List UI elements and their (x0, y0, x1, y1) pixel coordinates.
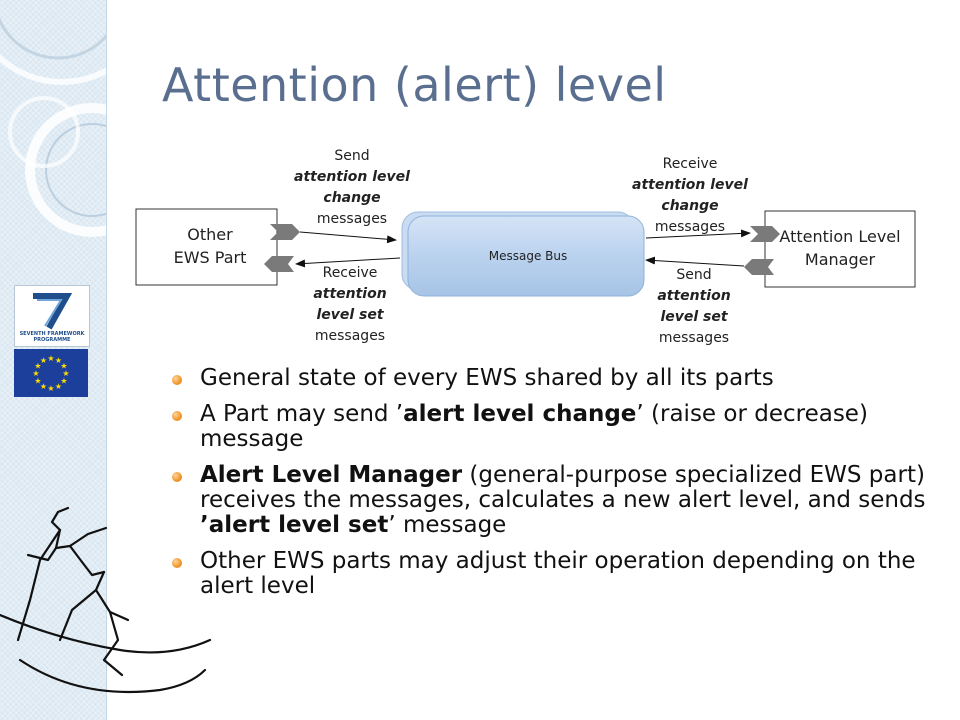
send-left-line3: change (323, 190, 380, 206)
send-right-line4: messages (659, 330, 729, 346)
send-right-line3: level set (660, 309, 728, 325)
message-bus (407, 215, 645, 297)
eu-flag-icon: ★★★★★★★★★★★★ (14, 349, 88, 397)
left-box-line1: Other (187, 225, 233, 244)
eu-star-icon: ★ (40, 382, 47, 391)
bullet-item: A Part may send ’alert level change’ (ra… (170, 402, 930, 452)
eu-star-icon: ★ (40, 356, 47, 365)
right-out-port-icon (744, 259, 774, 275)
page-title: Attention (alert) level (162, 58, 667, 112)
send-left-line2: attention level (294, 169, 410, 185)
right-in-port-icon (750, 226, 780, 242)
bullet-text-bold2: ’alert level set (200, 512, 389, 538)
bullet-text-bold: alert level change (403, 401, 637, 427)
eu-star-icon: ★ (62, 369, 69, 378)
send-right-line2: attention (657, 288, 730, 304)
bullet-text-post: ’ (raise or decrease) message (200, 401, 868, 452)
bullet-item: Alert Level Manager (general-purpose spe… (170, 463, 930, 538)
eu-star-icon: ★ (55, 356, 62, 365)
bullet-icon (172, 472, 182, 482)
bullet-item: Other EWS parts may adjust their operati… (170, 549, 930, 599)
bullet-text-post2: ’ message (388, 512, 507, 538)
eu-star-icon: ★ (47, 354, 54, 363)
attention-level-manager-box (764, 210, 916, 288)
receive-right-line4: messages (655, 219, 725, 235)
bullet-text: Other EWS parts may adjust their operati… (200, 548, 916, 599)
left-box-line2: EWS Part (174, 248, 247, 267)
send-change-arrow (299, 231, 397, 244)
send-left-line1: Send (334, 148, 369, 164)
send-set-arrow (645, 256, 745, 267)
eu-star-icon: ★ (34, 377, 41, 386)
eu-star-icon: ★ (47, 384, 54, 393)
send-left-line4: messages (317, 211, 387, 227)
eu-star-icon: ★ (55, 382, 62, 391)
message-bus-label: Message Bus (489, 249, 568, 263)
bullet-icon (172, 558, 182, 568)
receive-right-line2: attention level (632, 177, 748, 193)
decorative-circles (0, 17, 106, 237)
right-box-line2: Manager (805, 250, 876, 269)
bullet-item: General state of every EWS shared by all… (170, 366, 930, 391)
left-in-port-icon (264, 256, 294, 272)
receive-left-line2: attention (313, 286, 386, 302)
receive-right-line1: Receive (663, 156, 718, 172)
bullet-text: General state of every EWS shared by all… (200, 365, 774, 391)
bullet-text-bold: Alert Level Manager (200, 462, 463, 488)
receive-change-arrow (645, 229, 751, 239)
receive-set-arrow (295, 257, 401, 268)
eu-star-icon: ★ (34, 362, 41, 371)
bullet-icon (172, 375, 182, 385)
bullet-list: General state of every EWS shared by all… (170, 366, 930, 610)
fp7-seven-icon (33, 293, 73, 330)
bullet-icon (172, 411, 182, 421)
receive-left-line3: level set (316, 307, 384, 323)
receive-left-line4: messages (315, 328, 385, 344)
receive-right-line3: change (661, 198, 718, 214)
send-right-line1: Send (676, 267, 711, 283)
other-ews-part-box (135, 208, 278, 286)
eu-star-icon: ★ (32, 369, 39, 378)
right-box-line1: Attention Level (779, 227, 900, 246)
fp7-logo-icon: SEVENTH FRAMEWORK PROGRAMME (14, 285, 90, 347)
eu-stars: ★★★★★★★★★★★★ (32, 354, 69, 393)
receive-left-line1: Receive (323, 265, 378, 281)
eu-star-icon: ★ (60, 377, 67, 386)
message-bus-diagram: Other EWS Part Attention Level Manager M… (135, 148, 916, 346)
left-out-port-icon (270, 224, 300, 240)
fp7-label: SEVENTH FRAMEWORK PROGRAMME (19, 331, 85, 343)
bullet-text-pre: A Part may send ’ (200, 401, 404, 427)
bullet-text-post: (general-purpose specialized EWS part) r… (200, 462, 926, 513)
eu-star-icon: ★ (60, 362, 67, 371)
